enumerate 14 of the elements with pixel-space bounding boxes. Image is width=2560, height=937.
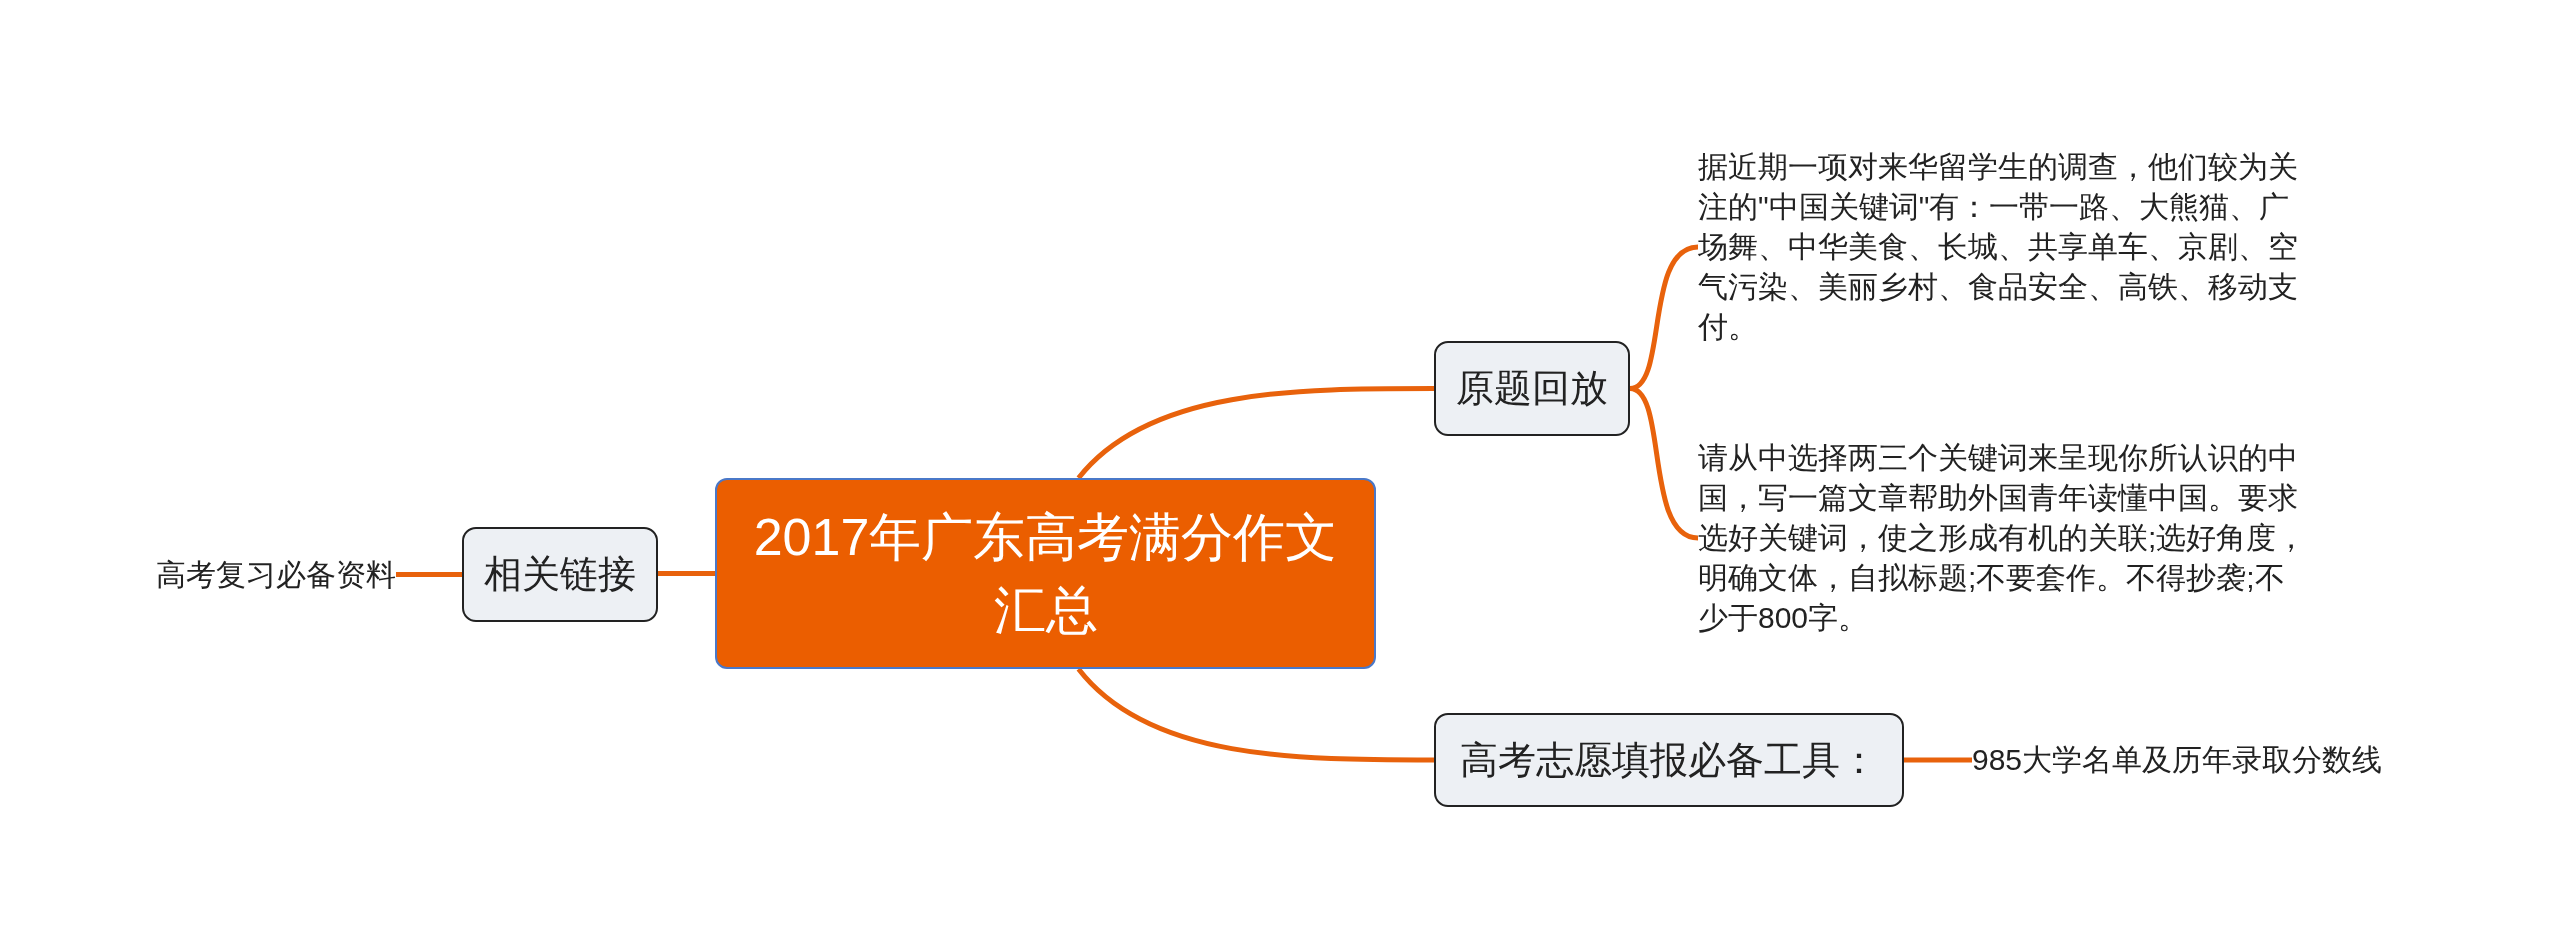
- central-topic-box: 2017年广东高考满分作文汇总: [715, 478, 1376, 669]
- note-text: 请从中选择两三个关键词来呈现你所认识的中国，写一篇文章帮助外国青年读懂中国。要求选好关键词，使之形成有机的关联;选好角度，明确文体，自拟标题;不要套作。不得抄袭;不少于800字。: [1698, 438, 2310, 638]
- note-text: 据近期一项对来华留学生的调查，他们较为关注的"中国关键词"有：一带一路、大熊猫、广场舞、中华美食、长城、共享单车、京剧、空气污染、美丽乡村、食品安全、高铁、移动支付。: [1698, 147, 2310, 347]
- branch-line: [1076, 386, 1434, 480]
- branch-line: [1904, 757, 1972, 763]
- branch-line: [1629, 386, 1699, 541]
- branch-text: 高考复习必备资料: [156, 555, 396, 595]
- topic-box: 高考志愿填报必备工具：: [1434, 713, 1904, 807]
- topic-box: 相关链接: [462, 527, 658, 622]
- branch-line: [396, 572, 462, 577]
- topic-box: 原题回放: [1434, 341, 1630, 436]
- branch-line: [1076, 667, 1434, 763]
- branch-text: 985大学名单及历年录取分数线: [1972, 740, 2383, 780]
- branch-line: [658, 571, 715, 576]
